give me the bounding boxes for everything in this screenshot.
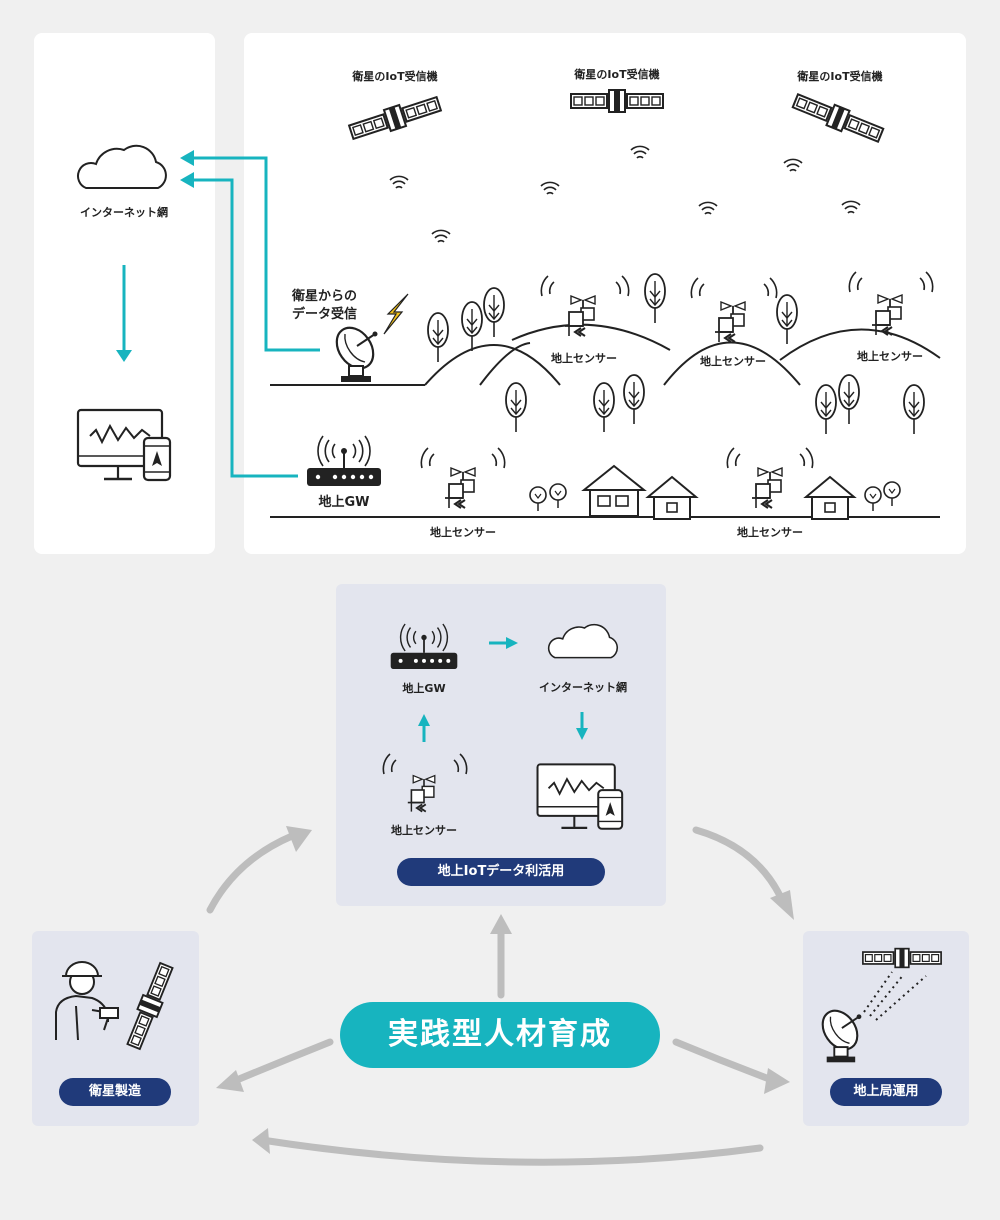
arrow-to-internet-2 [180,172,194,188]
satellite-icon-1 [346,92,444,144]
sensor-label-4: 地上センサー [430,526,496,539]
sensor-label-3: 地上センサー [857,350,923,363]
sensor-icon-1 [564,295,596,337]
center-hr-development-label: 実践型人材育成 [340,1002,660,1068]
signal-lightning-icon [383,293,409,335]
satellite-icon-2 [570,89,664,113]
house-icon-3 [805,476,855,520]
sensor-icon-5 [751,467,783,509]
sensor-icon-3 [871,294,903,336]
ops-satellite-icon [862,947,942,969]
cycle-internet-label: インターネット網 [539,681,627,694]
sensor-label-2: 地上センサー [700,355,766,368]
satellite-label-1: 衛星のIoT受信機 [352,70,438,83]
arrow-to-internet-1 [180,150,194,166]
house-icon-2 [647,476,697,520]
satellite-dish-icon [328,319,382,384]
manufacturing-title: 衛星製造 [59,1078,171,1106]
ground-ops-title: 地上局運用 [830,1078,942,1106]
cycle-satellite-icon [122,960,178,1052]
satellite-label-2: 衛星のIoT受信機 [574,68,660,81]
ops-dish-icon [814,1003,866,1064]
gateway-label: 地上GW [318,495,370,510]
worker-icon [55,961,119,1041]
cycle-sensor-label: 地上センサー [391,824,457,837]
cycle-sensor-icon [406,774,436,813]
satellite-icon-3 [790,89,886,147]
sensor-icon-2 [714,301,746,343]
cloud-icon [77,144,167,189]
cycle-router-icon [389,623,459,670]
cycle-cloud-icon [547,623,619,659]
ground-station-label: 衛星からの データ受信 [292,289,358,322]
cycle-gw-label: 地上GW [402,682,446,695]
monitor-phone-icon [76,408,172,482]
sensor-label-5: 地上センサー [737,526,803,539]
sensor-icon-4 [444,467,476,509]
cycle-monitor-icon [536,763,624,830]
house-icon-1 [583,465,645,517]
satellite-label-3: 衛星のIoT受信機 [797,70,883,83]
router-icon [306,435,382,487]
sensor-label-1: 地上センサー [551,352,617,365]
iot-utilization-title: 地上IoTデータ利活用 [397,858,605,886]
internet-label: インターネット網 [80,206,168,219]
